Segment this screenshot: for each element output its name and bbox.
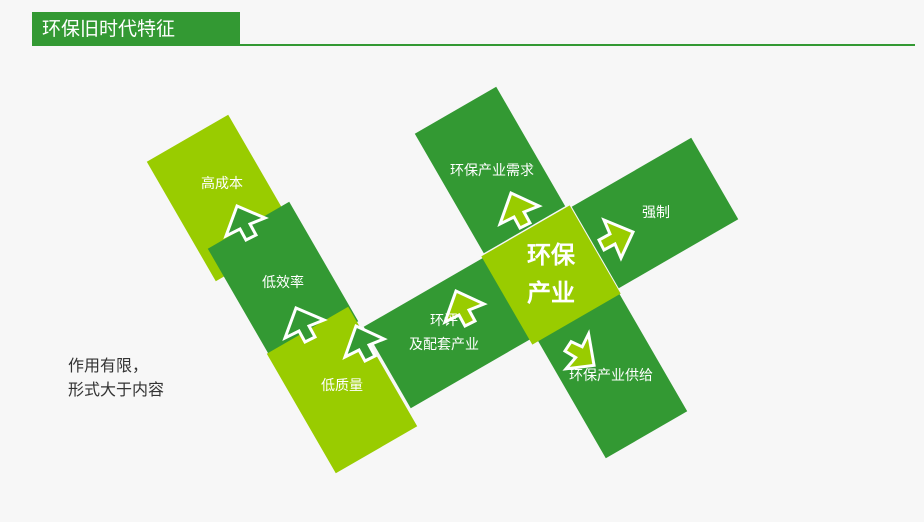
arrow-to-high-cost: [223, 203, 269, 242]
arrow-to-low-quality: [342, 323, 388, 363]
arrow-to-low-efficiency: [282, 305, 328, 344]
label-eia-line1: 环评: [430, 313, 458, 329]
slide-title: 环保旧时代特征: [32, 12, 240, 46]
label-mandatory: 强制: [642, 205, 670, 221]
label-eia-line2: 及配套产业: [409, 337, 479, 353]
label-center-line1: 环保: [527, 241, 575, 269]
arrow-to-mandatory: [597, 217, 636, 262]
side-note: 作用有限， 形式大于内容: [68, 354, 164, 402]
label-eia: 环评 及配套产业: [409, 311, 479, 355]
title-underline: [32, 44, 915, 46]
label-low-efficiency: 低效率: [262, 275, 304, 291]
label-high-cost: 高成本: [201, 176, 243, 192]
arrow-to-eia: [442, 288, 488, 328]
side-note-line1: 作用有限，: [68, 356, 149, 375]
arrow-to-demand: [497, 190, 543, 230]
label-low-quality: 低质量: [321, 378, 363, 394]
label-center-line2: 产业: [527, 279, 575, 307]
label-supply: 环保产业供给: [569, 368, 653, 384]
side-note-line2: 形式大于内容: [68, 380, 165, 399]
label-demand: 环保产业需求: [450, 163, 534, 179]
arrow-to-supply: [562, 329, 596, 371]
label-center: 环保 产业: [527, 236, 575, 312]
